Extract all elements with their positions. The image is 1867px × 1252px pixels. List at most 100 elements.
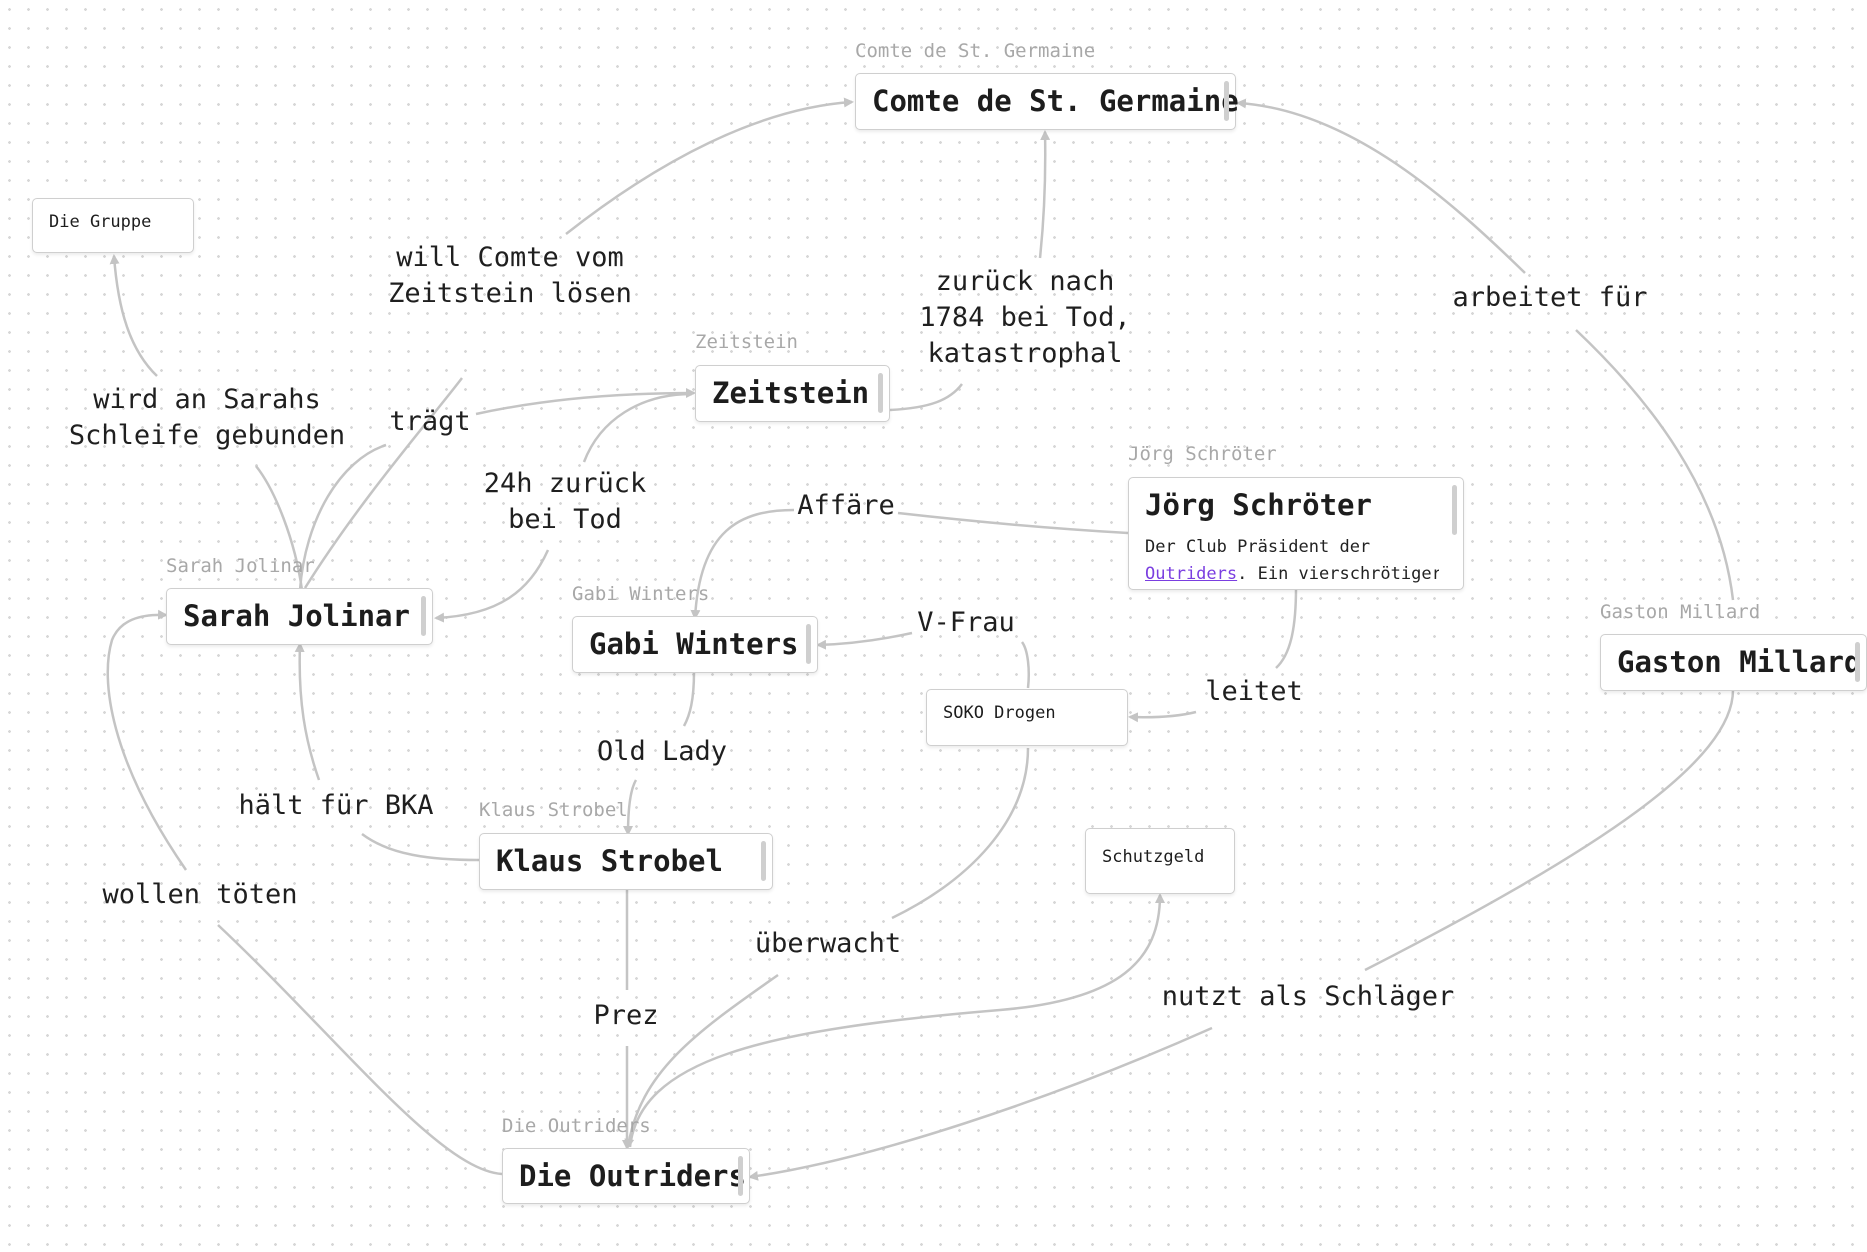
- node-scrollbar[interactable]: [1224, 81, 1229, 121]
- edge-label-leitet[interactable]: leitet: [1205, 674, 1303, 710]
- node-title: Sarah Jolinar: [183, 599, 410, 633]
- node-zeitstein[interactable]: Zeitstein: [695, 365, 890, 422]
- edge-leitet-lower: [1128, 710, 1197, 723]
- edge-oldlady-lower: [623, 779, 638, 836]
- node-scrollbar[interactable]: [761, 841, 766, 881]
- node-gruppe[interactable]: Die Gruppe: [32, 198, 194, 253]
- desc-line-2-rest: . Ein vierschrötiger: [1237, 564, 1439, 584]
- edge-label-line: überwacht: [754, 928, 902, 959]
- edge-24h-upper: [582, 392, 693, 463]
- edge-vfrau-left: [816, 631, 913, 650]
- edge-arbeitet-upper: [1236, 98, 1526, 274]
- edge-wollen-lower: [217, 924, 503, 1176]
- edge-label-vfrau[interactable]: V-Frau: [917, 605, 1015, 641]
- node-scrollbar[interactable]: [806, 624, 811, 664]
- node-sarah[interactable]: Sarah Jolinar: [166, 588, 433, 645]
- node-tag-klaus: Klaus Strobel: [479, 799, 628, 821]
- edge-label-oldlady[interactable]: Old Lady: [597, 734, 727, 770]
- edge-24h-lower: [434, 549, 550, 623]
- edge-label-line: wird an Sarahs: [93, 384, 321, 415]
- edge-affaere-left: [690, 508, 795, 620]
- edge-ueberwacht-lower: [624, 973, 779, 1149]
- edge-leitet-upper: [1275, 587, 1298, 669]
- edge-label-affaere[interactable]: Affäre: [797, 488, 895, 524]
- edge-label-ueberwacht[interactable]: überwacht: [755, 926, 901, 962]
- edge-label-zurueck[interactable]: zurück nach 1784 bei Tod, katastrophal: [919, 264, 1130, 372]
- node-title: SOKO Drogen: [943, 703, 1056, 723]
- node-title: Gabi Winters: [589, 627, 799, 661]
- node-tag-outriders: Die Outriders: [502, 1115, 651, 1137]
- edge-label-line: will Comte vom: [396, 242, 624, 273]
- edge-gebunden-upper: [109, 254, 158, 377]
- edge-will-comte-upper: [565, 97, 854, 235]
- edge-schutzgeld: [628, 893, 1165, 1148]
- node-title: Schutzgeld: [1102, 847, 1205, 867]
- edge-label-line: leitet: [1205, 676, 1303, 707]
- edge-nutzt-lower: [748, 1026, 1213, 1181]
- edge-label-wollen[interactable]: wollen töten: [102, 877, 297, 913]
- node-schutzgeld[interactable]: Schutzgeld: [1085, 828, 1235, 894]
- edge-haelt-left: [294, 642, 321, 781]
- edge-affaere-right: [897, 511, 1129, 535]
- edge-arbeitet-lower: [1575, 329, 1735, 601]
- edge-label-24h[interactable]: 24h zurück bei Tod: [484, 466, 647, 538]
- node-soko[interactable]: SOKO Drogen: [926, 689, 1128, 746]
- node-scrollbar[interactable]: [1855, 642, 1860, 682]
- node-description: Der Club Präsident der Outriders. Ein vi…: [1145, 534, 1439, 588]
- edge-will-comte-lower: [303, 377, 463, 589]
- edge-label-line: arbeitet für: [1452, 282, 1648, 313]
- edge-zurueck-upper: [1038, 130, 1051, 259]
- edge-label-line: bei Tod: [508, 504, 622, 535]
- edge-label-line: Schleife gebunden: [68, 420, 346, 451]
- node-title: Comte de St. Germaine: [872, 84, 1239, 118]
- edge-ueberwacht-upper: [891, 747, 1030, 920]
- edge-traegt-lower: [298, 443, 387, 591]
- outriders-link[interactable]: Outriders: [1145, 564, 1238, 584]
- node-comte[interactable]: Comte de St. Germaine: [855, 73, 1239, 130]
- edge-label-line: Prez: [593, 1000, 659, 1031]
- edge-label-haelt[interactable]: hält für BKA: [238, 788, 433, 824]
- node-tag-gaston: Gaston Millard: [1600, 601, 1761, 623]
- node-gaston[interactable]: Gaston Millard: [1600, 634, 1867, 691]
- edge-label-will-comte[interactable]: will Comte vom Zeitstein lösen: [388, 240, 632, 312]
- edge-label-line: zurück nach: [935, 266, 1115, 297]
- node-joerg[interactable]: Jörg Schröter Der Club Präsident der Out…: [1128, 477, 1464, 590]
- edge-label-arbeitet[interactable]: arbeitet für: [1452, 280, 1647, 316]
- node-klaus[interactable]: Klaus Strobel: [479, 833, 773, 890]
- node-scrollbar[interactable]: [421, 596, 426, 636]
- node-title: Die Outriders: [519, 1159, 746, 1193]
- node-outriders[interactable]: Die Outriders: [502, 1148, 750, 1204]
- edge-oldlady-upper: [682, 671, 696, 727]
- edge-vfrau-lower: [1020, 641, 1030, 689]
- edge-label-gebunden[interactable]: wird an Sarahs Schleife gebunden: [69, 382, 345, 454]
- node-title: Jörg Schröter: [1145, 488, 1372, 522]
- node-tag-joerg: Jörg Schröter: [1128, 443, 1277, 465]
- edge-zurueck-lower: [889, 383, 963, 412]
- edge-label-line: Zeitstein lösen: [388, 278, 632, 309]
- edge-label-line: 24h zurück: [483, 468, 647, 499]
- node-scrollbar[interactable]: [738, 1156, 743, 1196]
- desc-line-1: Der Club Präsident der: [1145, 537, 1371, 557]
- edge-label-line: V-Frau: [917, 607, 1015, 638]
- edge-label-nutzt[interactable]: nutzt als Schläger: [1162, 979, 1455, 1015]
- node-title: Die Gruppe: [49, 212, 152, 232]
- edge-wollen-upper: [106, 609, 188, 871]
- node-tag-sarah: Sarah Jolinar: [166, 555, 315, 577]
- node-scrollbar[interactable]: [1452, 485, 1457, 535]
- edge-label-prez[interactable]: Prez: [593, 998, 658, 1034]
- node-gabi[interactable]: Gabi Winters: [572, 616, 818, 673]
- edge-label-traegt[interactable]: trägt: [389, 404, 470, 440]
- node-title: Gaston Millard: [1617, 645, 1862, 679]
- edge-label-line: katastrophal: [927, 338, 1123, 369]
- edge-label-line: 1784 bei Tod,: [919, 302, 1131, 333]
- node-title: Zeitstein: [712, 376, 870, 410]
- node-tag-zeitstein: Zeitstein: [695, 331, 798, 353]
- edge-nutzt-upper: [1364, 689, 1735, 972]
- node-scrollbar[interactable]: [878, 373, 883, 413]
- edge-label-line: trägt: [389, 406, 471, 437]
- edge-label-line: wollen töten: [102, 879, 298, 910]
- edge-label-line: nutzt als Schläger: [1161, 981, 1455, 1012]
- edge-label-line: hält für BKA: [238, 790, 434, 821]
